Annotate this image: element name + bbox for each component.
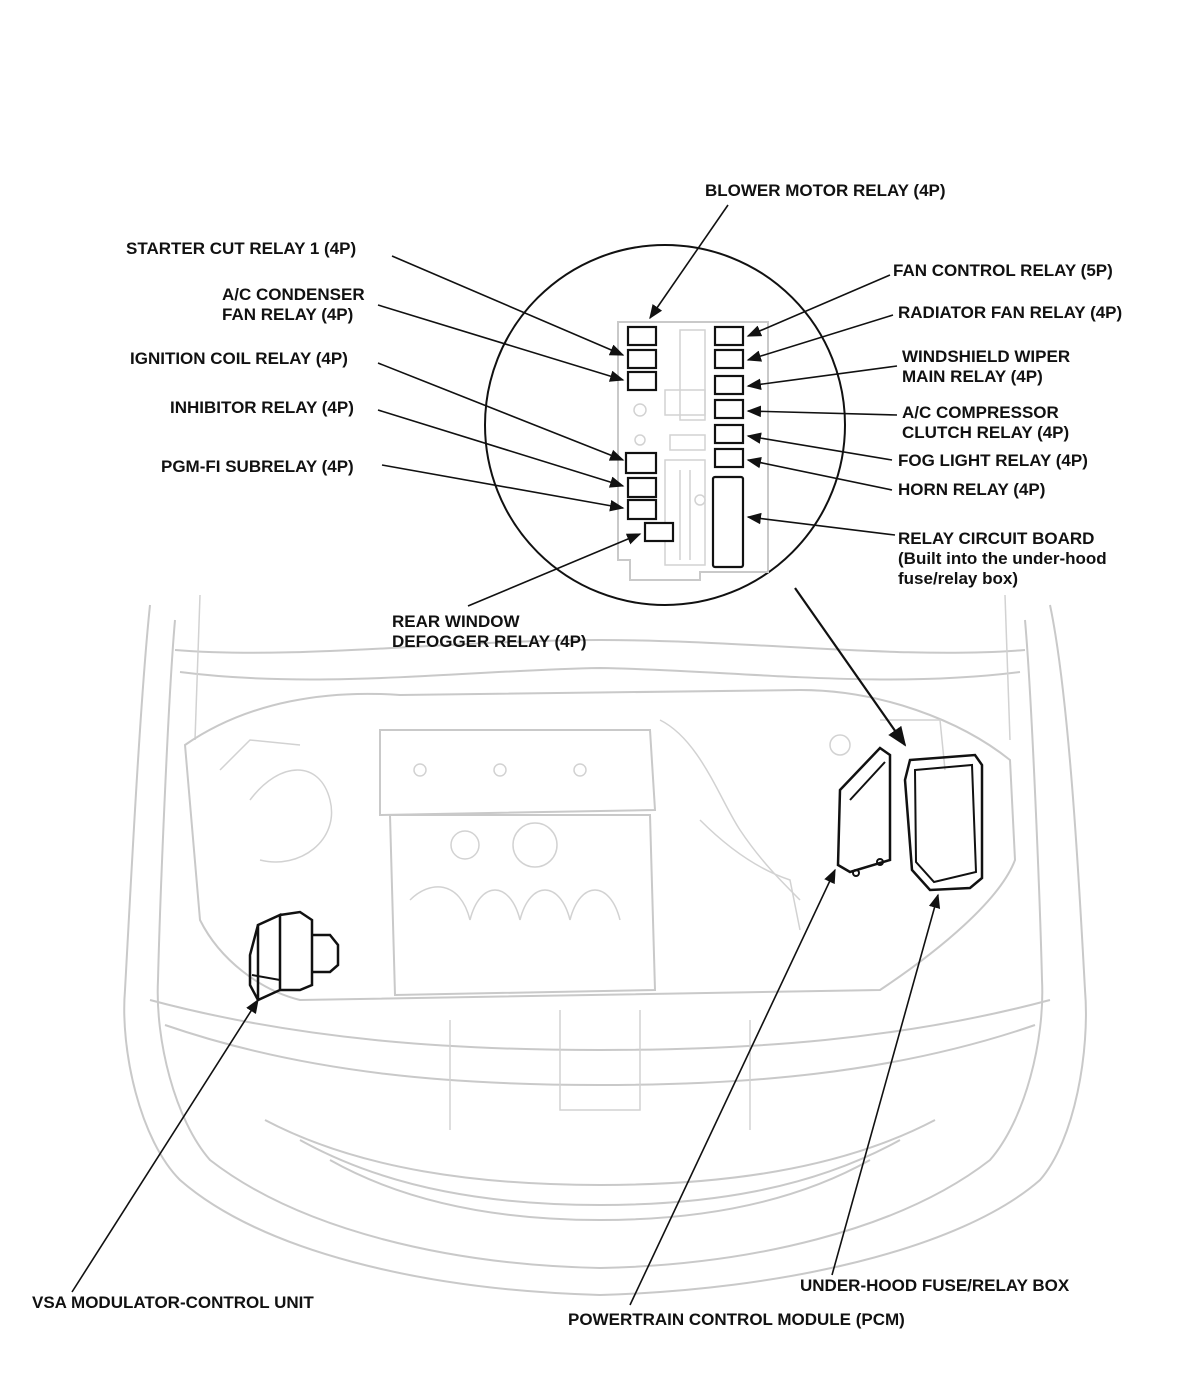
label-ac-condenser-fan-relay-line-2: FAN RELAY (4P): [222, 305, 354, 324]
vsa-modulator-shape: [248, 910, 340, 1002]
car-outline: [123, 594, 1087, 1297]
label-fog-light-relay: FOG LIGHT RELAY (4P): [898, 451, 1088, 470]
relay-circuit-board-shape: [711, 475, 745, 569]
label-ac-compressor-clutch-relay-line-2: CLUTCH RELAY (4P): [902, 423, 1070, 442]
label-ignition-coil-relay: IGNITION COIL RELAY (4P): [130, 349, 348, 368]
fog-light-relay-shape: [713, 423, 745, 445]
label-rear-window-defogger-relay: REAR WINDOW DEFOGGER RELAY (4P): [392, 612, 587, 652]
label-pgm-fi-subrelay: PGM-FI SUBRELAY (4P): [161, 457, 354, 476]
zoom-circle: [484, 244, 846, 606]
relay-group-right: [711, 325, 745, 569]
label-relay-circuit-board-line-2: (Built into the under-hood: [898, 549, 1107, 568]
ignition-coil-relay-shape: [624, 451, 658, 475]
ignition-coil-relay-top-shape: [626, 348, 658, 370]
label-blower-motor-relay: BLOWER MOTOR RELAY (4P): [705, 181, 946, 200]
ac-condenser-fan-relay-shape: [626, 370, 658, 392]
label-windshield-wiper-main-relay: WINDSHIELD WIPER MAIN RELAY (4P): [902, 347, 1070, 387]
fan-control-relay-shape: [713, 325, 745, 347]
label-ac-compressor-clutch-relay: A/C COMPRESSOR CLUTCH RELAY (4P): [902, 403, 1069, 443]
label-fan-control-relay: FAN CONTROL RELAY (5P): [893, 261, 1113, 280]
label-relay-circuit-board-line-3: fuse/relay box): [898, 569, 1018, 588]
label-horn-relay: HORN RELAY (4P): [898, 480, 1046, 499]
inhibitor-relay-shape: [626, 476, 658, 499]
horn-relay-shape: [713, 447, 745, 469]
fuse-relay-box-shape: [903, 753, 984, 892]
radiator-fan-relay-shape: [713, 348, 745, 370]
label-powertrain-control-module: POWERTRAIN CONTROL MODULE (PCM): [568, 1310, 905, 1329]
label-rear-window-defogger-relay-line-1: REAR WINDOW: [392, 612, 520, 631]
label-inhibitor-relay: INHIBITOR RELAY (4P): [170, 398, 354, 417]
label-windshield-wiper-main-relay-line-2: MAIN RELAY (4P): [902, 367, 1043, 386]
label-ac-compressor-clutch-relay-line-1: A/C COMPRESSOR: [902, 403, 1059, 422]
pcm-shape: [836, 746, 892, 877]
label-vsa-modulator-control-unit: VSA MODULATOR-CONTROL UNIT: [32, 1293, 314, 1312]
label-relay-circuit-board-line-1: RELAY CIRCUIT BOARD: [898, 529, 1095, 548]
label-ac-condenser-fan-relay: A/C CONDENSER FAN RELAY (4P): [222, 285, 365, 325]
ac-compressor-clutch-relay-shape: [713, 398, 745, 420]
label-starter-cut-relay-1: STARTER CUT RELAY 1 (4P): [126, 239, 357, 258]
label-windshield-wiper-main-relay-line-1: WINDSHIELD WIPER: [902, 347, 1071, 366]
label-ac-condenser-fan-relay-line-1: A/C CONDENSER: [222, 285, 365, 304]
rear-window-defogger-relay-shape: [643, 521, 675, 543]
label-relay-circuit-board: RELAY CIRCUIT BOARD (Built into the unde…: [898, 529, 1107, 589]
starter-cut-relay-1-shape: [626, 325, 658, 347]
relay-group-left: [624, 325, 675, 543]
pgm-fi-subrelay-shape: [626, 498, 658, 521]
label-under-hood-fuse-relay-box: UNDER-HOOD FUSE/RELAY BOX: [800, 1276, 1070, 1295]
label-rear-window-defogger-relay-line-2: DEFOGGER RELAY (4P): [392, 632, 587, 651]
leader-lines: [71, 204, 941, 1306]
windshield-wiper-main-relay-shape: [713, 374, 745, 396]
label-radiator-fan-relay: RADIATOR FAN RELAY (4P): [898, 303, 1123, 322]
